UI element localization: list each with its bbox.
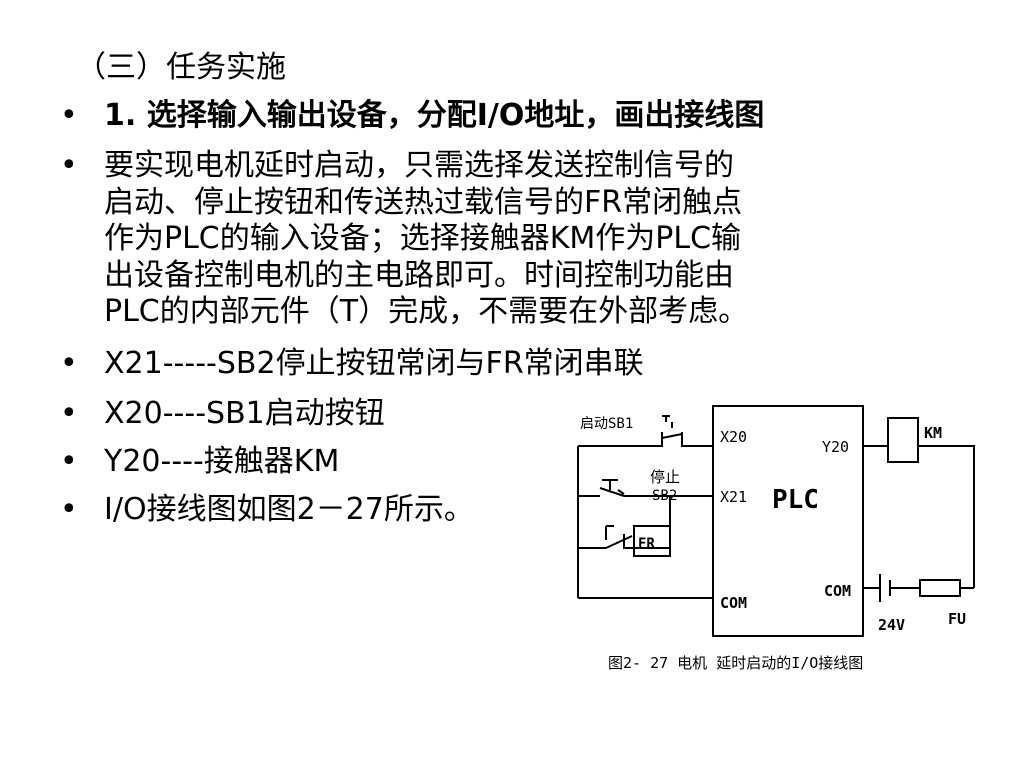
plc-label: PLC xyxy=(772,485,819,515)
paragraph-line: 启动、停止按钮和传送热过载信号的FR常闭触点 xyxy=(104,184,743,220)
fr-label: FR xyxy=(638,536,655,552)
paragraph-line: 作为PLC的输入设备；选择接触器KM作为PLC输 xyxy=(104,221,742,256)
paragraph-line: 要实现电机延时启动，只需选择发送控制信号的 xyxy=(104,148,734,183)
sb1-actuator xyxy=(662,415,673,428)
sb1-label: 启动SB1 xyxy=(580,416,633,432)
sb2-label-line1: 停止 xyxy=(650,468,680,486)
bullet-dot: • xyxy=(60,98,78,133)
bullet-dot: • xyxy=(60,346,78,381)
bullet-dot: • xyxy=(60,444,78,479)
fr-actuator xyxy=(605,525,614,540)
sb2-contact xyxy=(578,487,713,497)
km-right-wire xyxy=(918,445,975,588)
bullet-dot: • xyxy=(60,148,78,183)
bullet-text: X20----SB1启动按钮 xyxy=(104,396,385,431)
km-coil xyxy=(887,417,919,463)
io-wiring-diagram: X20 X21 COM Y20 COM PLC 启动SB1 停止 SB2 FR … xyxy=(577,405,975,637)
bullet-text: I/O接线图如图2－27所示。 xyxy=(104,492,474,527)
fu-label: FU xyxy=(948,610,966,628)
bullet-text: 1. 选择输入输出设备，分配I/O地址，画出接线图 xyxy=(104,98,765,133)
bullet-dot: • xyxy=(60,396,78,431)
sb2-label-line2: SB2 xyxy=(652,488,677,504)
terminal-com-in-label: COM xyxy=(720,594,747,612)
km-label: KM xyxy=(924,424,942,442)
paragraph-line: PLC的内部元件（T）完成，不需要在外部考虑。 xyxy=(104,294,749,329)
terminal-x20-label: X20 xyxy=(720,428,747,446)
terminal-x21-label: X21 xyxy=(720,488,747,506)
terminal-y20-label: Y20 xyxy=(822,438,849,456)
terminal-com-out-label: COM xyxy=(824,582,851,600)
sb1-contact xyxy=(578,432,713,447)
bullet-dot: • xyxy=(60,492,78,527)
sb2-actuator xyxy=(602,479,625,495)
paragraph-line: 出设备控制电机的主电路即可。时间控制功能由 xyxy=(104,257,734,293)
bullet-text: X21-----SB2停止按钮常闭与FR常闭串联 xyxy=(104,346,644,381)
voltage-label: 24V xyxy=(878,616,905,634)
fr-contact xyxy=(578,534,670,549)
figure-caption: 图2- 27 电机 延时启动的I/O接线图 xyxy=(608,654,864,672)
bullet-text: Y20----接触器KM xyxy=(104,444,340,479)
fuse xyxy=(919,579,961,597)
section-title: （三）任务实施 xyxy=(76,50,286,85)
bullet-paragraph: 要实现电机延时启动，只需选择发送控制信号的 启动、停止按钮和传送热过载信号的FR… xyxy=(104,148,964,331)
plc-box xyxy=(712,405,864,637)
